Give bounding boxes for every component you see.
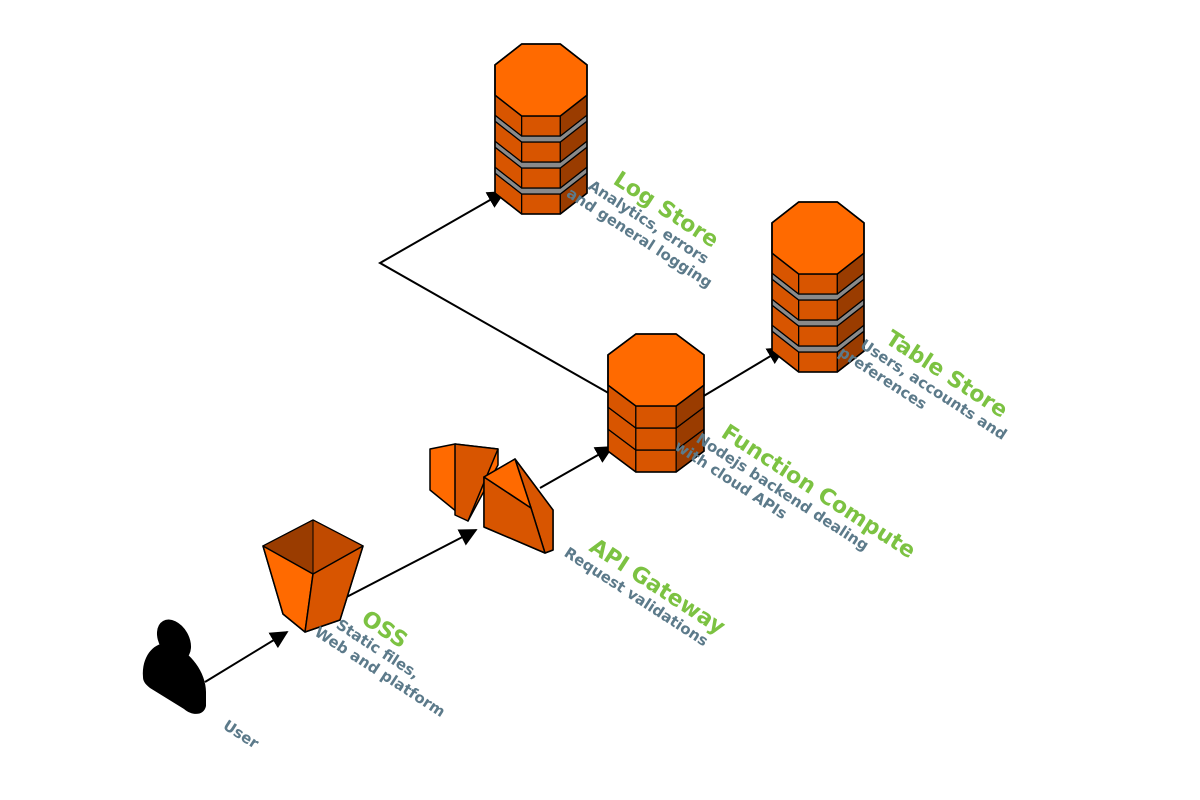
function-compute-desc-line-1: Nodejs backend dealing — [693, 430, 872, 555]
db-face-front — [798, 273, 838, 295]
user-label-text: User — [220, 716, 263, 752]
connector-oss-to-api-gateway — [334, 529, 478, 604]
db-outline — [494, 43, 588, 215]
db-face-front — [635, 405, 677, 429]
connector-function-compute-to-log-store — [377, 191, 613, 396]
log-store-label: Log Store Analytics, errors and general … — [563, 167, 722, 292]
db-face-front — [635, 449, 677, 473]
db-face-front — [798, 351, 838, 373]
connector-function-compute-to-table-store — [701, 347, 786, 398]
db-face-front — [521, 167, 561, 189]
database-layer — [494, 43, 865, 473]
db-outline — [771, 201, 865, 373]
db-face-front — [521, 193, 561, 215]
log-store-database-icon — [494, 43, 588, 215]
user-icon — [142, 619, 206, 714]
connector-user-to-oss — [204, 631, 289, 683]
db-face-front — [798, 325, 838, 347]
connectors — [204, 191, 786, 683]
db-face-front — [521, 115, 561, 137]
gateway-icon — [429, 443, 554, 554]
api-gateway-label: API Gateway Request validations — [561, 534, 729, 650]
db-face-front — [798, 299, 838, 321]
connector-api-gateway-to-function-compute — [539, 446, 614, 489]
function-compute-label: Function Compute Nodejs backend dealing … — [671, 420, 919, 564]
db-face-front — [521, 141, 561, 163]
user-label: User — [220, 716, 263, 752]
table-store-database-icon — [771, 201, 865, 373]
bucket-icon — [262, 519, 364, 633]
db-outline — [607, 333, 705, 473]
function-compute-database-icon — [607, 333, 705, 473]
db-face-front — [635, 427, 677, 451]
